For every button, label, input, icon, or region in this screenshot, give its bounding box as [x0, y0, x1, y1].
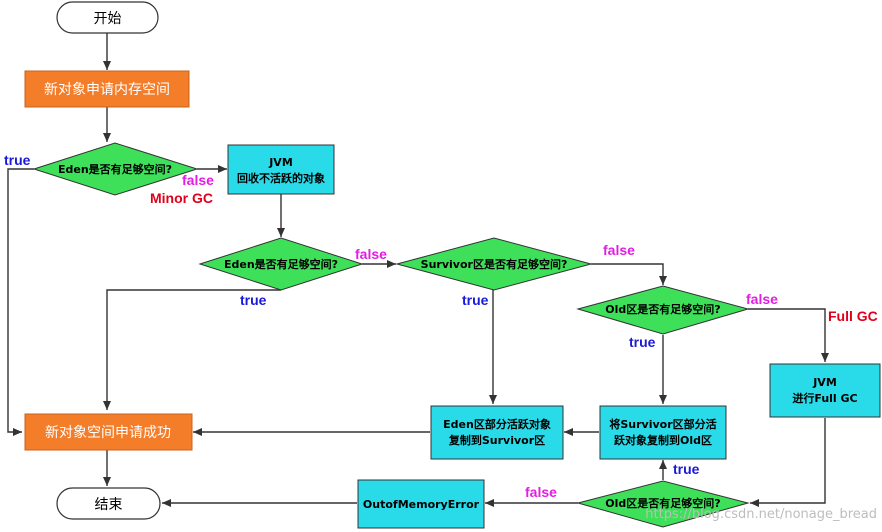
- oom-shape: [357, 479, 485, 529]
- decision-survivor-shape: [395, 237, 593, 291]
- eden-to-survivor-process: Eden区部分活跃对象 复制到Survivor区: [430, 405, 564, 460]
- edges: [7, 33, 829, 507]
- end-label: 结束: [95, 497, 123, 513]
- alloc-label: 新对象申请内存空间: [44, 82, 170, 98]
- jvm-minor-gc-process: JVM 回收不活跃的对象: [227, 144, 335, 195]
- d4-true-label: true: [629, 334, 656, 350]
- d2-false-label: false: [355, 246, 387, 262]
- d4-false-label: false: [746, 291, 778, 307]
- d1-false-label: false: [182, 172, 214, 188]
- end-terminal: 结束: [56, 487, 161, 520]
- d3-false-label: false: [603, 242, 635, 258]
- minor-gc-label: Minor GC: [150, 190, 213, 206]
- edge-d1-success: [7, 168, 34, 436]
- jvm-minor-gc-line2: 回收不活跃的对象: [237, 171, 325, 185]
- d2-true-label: true: [240, 292, 267, 308]
- decision-eden-2: Eden是否有足够空间?: [198, 237, 364, 291]
- survivor-to-old-shape: [599, 405, 727, 460]
- edge-d3-d4: [591, 263, 667, 285]
- decision-old-2-shape: [576, 480, 750, 528]
- alloc-process: 新对象申请内存空间: [24, 70, 190, 108]
- decision-survivor-label: Survivor区是否有足够空间?: [421, 257, 568, 271]
- eden-to-survivor-shape: [430, 405, 564, 460]
- success-process: 新对象空间申请成功: [24, 413, 193, 451]
- decision-old-2: Old区是否有足够空间?: [576, 480, 750, 528]
- jvm-full-gc-line2: 进行Full GC: [792, 391, 857, 405]
- jvm-full-gc-line1: JVM: [812, 376, 837, 389]
- start-label: 开始: [94, 11, 122, 27]
- decision-survivor: Survivor区是否有足够空间?: [395, 237, 593, 291]
- start-terminal-shape: [56, 1, 159, 34]
- jvm-full-gc-shape: [769, 363, 881, 418]
- decision-old-1-label: Old区是否有足够空间?: [605, 302, 720, 316]
- full-gc-label: Full GC: [828, 308, 878, 324]
- edge-d4-jvm2: [748, 308, 829, 362]
- survivor-to-old-line2: 跃对象复制到Old区: [614, 433, 712, 447]
- decision-eden-1-label: Eden是否有足够空间?: [58, 162, 172, 176]
- decision-eden-2-label: Eden是否有足够空间?: [224, 257, 338, 271]
- edge-d2-success: [103, 289, 281, 410]
- survivor-to-old-process: 将Survivor区部分活 跃对象复制到Old区: [599, 405, 727, 460]
- d3-true-label: true: [462, 292, 489, 308]
- decision-eden-2-shape: [198, 237, 364, 291]
- jvm-full-gc-process: JVM 进行Full GC: [769, 363, 881, 418]
- d5-false-label: false: [525, 484, 557, 500]
- success-process-shape: [24, 413, 193, 451]
- d5-true-label: true: [673, 461, 700, 477]
- oom-label: OutofMemoryError: [363, 498, 480, 511]
- start-terminal: 开始: [56, 1, 159, 34]
- watermark-text: https://blog.csdn.net/nonage_bread: [645, 507, 877, 522]
- eden-to-survivor-line2: 复制到Survivor区: [448, 433, 545, 447]
- d1-true-label: true: [4, 152, 31, 168]
- jvm-minor-gc-shape: [227, 144, 335, 195]
- decision-eden-1: Eden是否有足够空间?: [32, 142, 199, 196]
- alloc-process-shape: [24, 70, 190, 108]
- decision-old-2-label: Old区是否有足够空间?: [605, 496, 720, 510]
- survivor-to-old-line1: 将Survivor区部分活: [609, 417, 716, 431]
- decision-old-1-shape: [576, 285, 750, 335]
- edge-jvm2-d5: [750, 418, 826, 507]
- decision-old-1: Old区是否有足够空间?: [576, 285, 750, 335]
- end-terminal-shape: [56, 487, 161, 520]
- jvm-minor-gc-line1: JVM: [268, 156, 293, 169]
- oom-process: OutofMemoryError: [357, 479, 485, 529]
- eden-to-survivor-line1: Eden区部分活跃对象: [443, 417, 551, 431]
- decision-eden-1-shape: [32, 142, 199, 196]
- success-label: 新对象空间申请成功: [45, 425, 171, 441]
